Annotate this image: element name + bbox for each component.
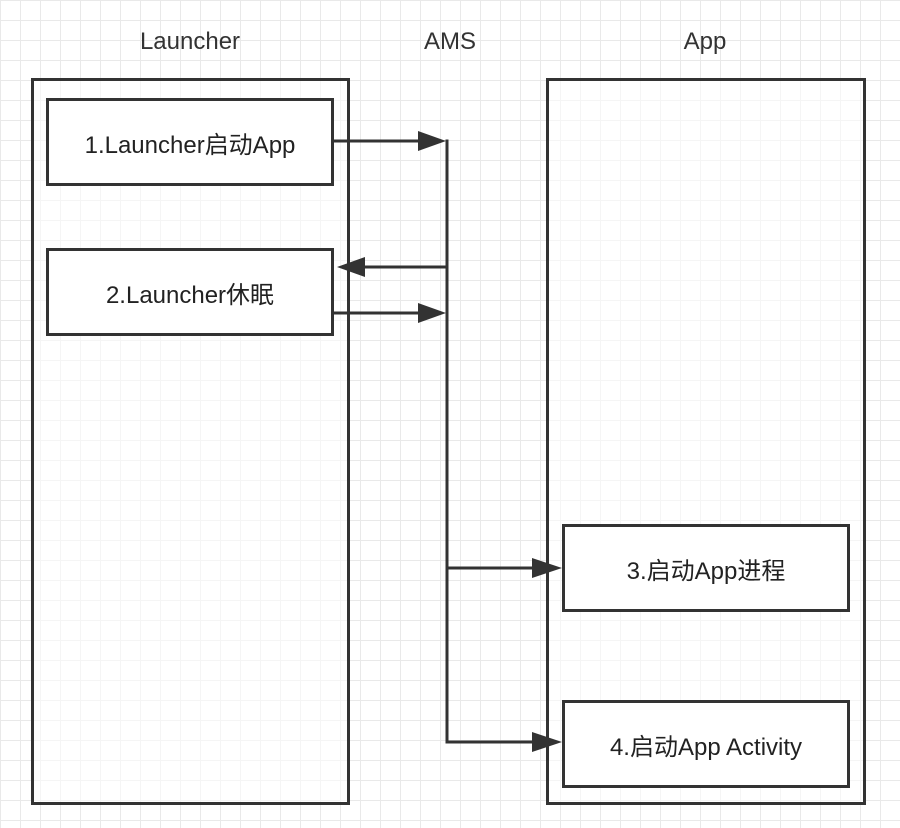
launcher-lane	[31, 78, 350, 805]
step-3-box: 3.启动App进程	[562, 524, 850, 612]
app-lane	[546, 78, 866, 805]
step-1-label: 1.Launcher启动App	[84, 131, 296, 159]
app-column-header: App	[683, 28, 727, 55]
launcher-column-header: Launcher	[139, 28, 241, 55]
step-2-box: 2.Launcher休眠	[46, 248, 334, 336]
arrowhead-to-ams-1	[418, 131, 446, 151]
arrowhead-to-app-process	[532, 558, 562, 578]
ams-column-header: AMS	[423, 28, 476, 55]
arrowhead-to-launcher-sleep	[337, 257, 365, 277]
arrowhead-to-app-activity	[532, 732, 562, 752]
step-4-box: 4.启动App Activity	[562, 700, 850, 788]
step-3-label: 3.启动App进程	[626, 557, 786, 585]
step-1-box: 1.Launcher启动App	[46, 98, 334, 186]
step-2-label: 2.Launcher休眠	[105, 281, 275, 309]
arrowhead-to-ams-2	[418, 303, 446, 323]
step-4-label: 4.启动App Activity	[609, 733, 803, 761]
